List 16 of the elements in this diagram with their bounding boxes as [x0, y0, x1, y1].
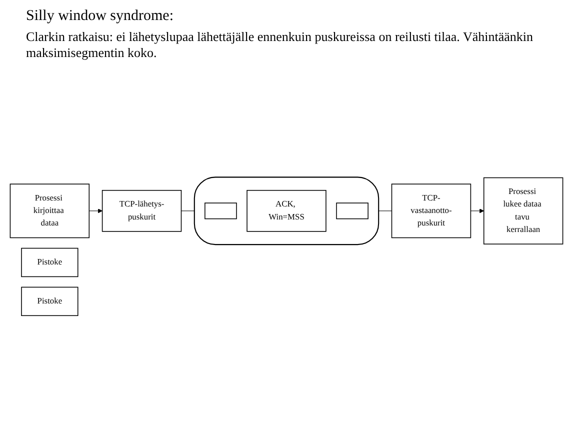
node-box: Prosessi kirjoittaa dataa: [10, 183, 90, 238]
connector: [378, 210, 392, 211]
arrow: [470, 208, 484, 213]
node-box: Pistoke: [21, 247, 78, 277]
note-text: Clarkin ratkaisu: ei lähetyslupaa lähettäjälle ennenkuin puskureissa on reilusti tilaa. Vähintäänkin maksimisegmentin koko.: [26, 29, 534, 61]
node-box: TCP-vastaanotto-puskurit: [391, 183, 472, 238]
node-box: [336, 202, 368, 219]
arrow: [88, 208, 103, 213]
node-box: ACK, Win=MSS: [246, 190, 326, 232]
node-box: TCP-lähetys-puskurit: [102, 190, 182, 232]
cluster: [194, 176, 380, 245]
node-box: Prosessi lukee dataa tavu kerrallaan: [483, 176, 564, 244]
connector: [180, 210, 195, 211]
diagram-title: Silly window syndrome:: [26, 8, 175, 25]
node-box: [204, 202, 237, 219]
node-box: Pistoke: [21, 286, 78, 316]
